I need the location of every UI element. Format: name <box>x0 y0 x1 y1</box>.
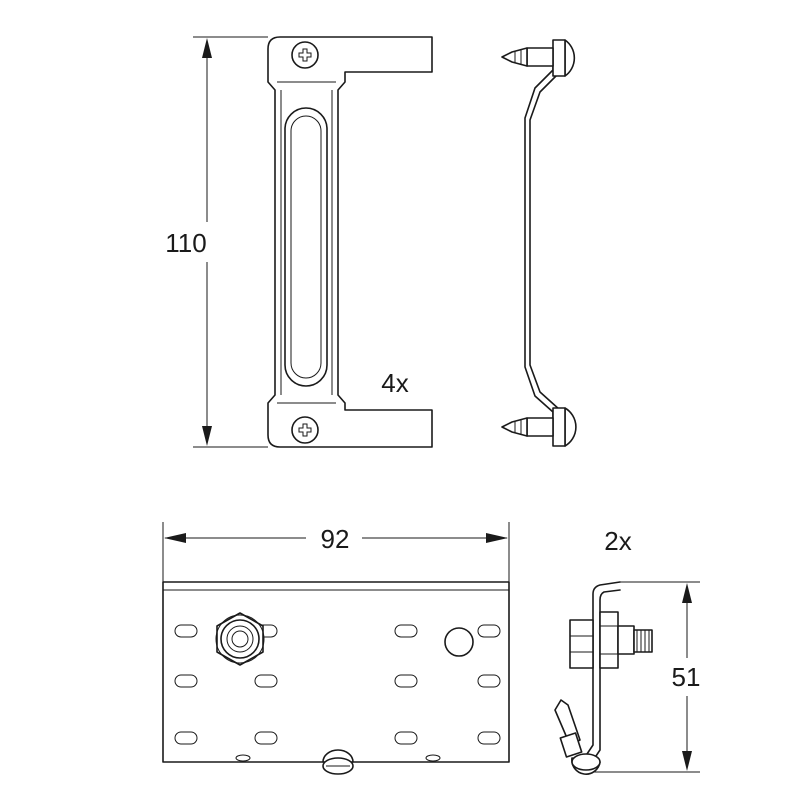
dim-arrow-up-51 <box>682 583 692 603</box>
drill-screw-icon <box>501 407 577 447</box>
drill-screw-icon <box>554 699 601 775</box>
dim-arrow-right <box>486 533 508 543</box>
dim-label-51: 51 <box>672 662 701 692</box>
quantity-label-4x: 4x <box>381 368 408 398</box>
hex-nut-icon <box>569 611 653 669</box>
dim-arrow-up <box>202 38 212 58</box>
hex-nut-icon <box>215 612 265 666</box>
angle-bracket-side-view: 2x 51 <box>554 526 701 775</box>
dim-arrow-down <box>202 426 212 446</box>
dim-label-110: 110 <box>165 228 206 258</box>
dim-label-92: 92 <box>321 524 350 554</box>
bracket-outline <box>267 36 433 448</box>
top-bracket-side-view <box>501 39 577 447</box>
quantity-label-2x: 2x <box>604 526 631 556</box>
stiffening-rib <box>284 107 328 387</box>
side-profile-inner <box>524 59 554 421</box>
angle-profile-inner <box>589 589 621 766</box>
slot-holes <box>174 624 501 745</box>
dim-arrow-left <box>164 533 186 543</box>
phillips-screw-icon <box>291 416 319 444</box>
round-hole <box>444 627 474 657</box>
top-bracket-front-view: 110 4x <box>165 36 433 448</box>
mounting-plate-view: 92 <box>162 522 510 775</box>
side-profile-outer <box>529 59 561 421</box>
stiffening-rib-inner <box>290 115 322 379</box>
small-hole-right <box>425 754 441 762</box>
angle-profile-outer <box>582 581 621 761</box>
drill-screw-icon <box>501 39 576 77</box>
dim-arrow-down-51 <box>682 751 692 771</box>
plate-outline <box>162 581 510 763</box>
plate-tab <box>322 749 354 763</box>
small-hole-left <box>235 754 251 762</box>
phillips-screw-icon <box>291 41 319 69</box>
